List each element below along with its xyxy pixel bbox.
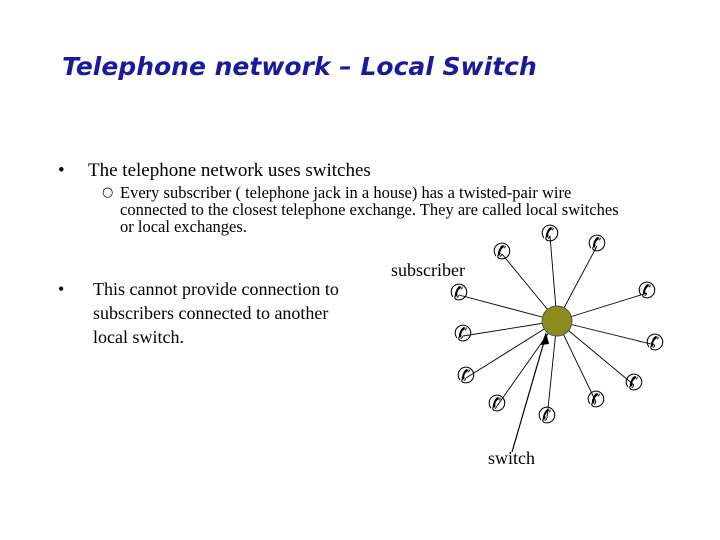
bullet-text: The telephone network uses switches [88, 160, 371, 181]
wire-line [556, 320, 656, 346]
bullet-marker: • [58, 279, 65, 299]
wire-line [556, 320, 635, 386]
local-switch-node [541, 305, 573, 337]
switch-pointer-arrow [511, 334, 547, 453]
telephone-icon: ✆ [488, 392, 506, 417]
wire-line [458, 294, 558, 322]
telephone-icon: ✆ [493, 240, 511, 265]
wire-line [556, 292, 648, 322]
telephone-icon: ✆ [538, 404, 556, 429]
telephone-icon: ✆ [541, 222, 559, 247]
arrow-head [541, 332, 549, 345]
telephone-icon: ✆ [638, 279, 656, 304]
wire-line [546, 320, 558, 419]
wire-line [462, 320, 558, 337]
telephone-icon: ✆ [625, 371, 643, 396]
telephone-icon: ✆ [587, 388, 605, 413]
telephone-icon: ✆ [454, 322, 472, 347]
twisted-pair-wires [458, 235, 656, 419]
slide-title: Telephone network – Local Switch [62, 52, 537, 81]
switch-label: switch [488, 448, 535, 468]
telephone-icon: ✆ [457, 364, 475, 389]
telephone-set-group: ✆✆✆✆✆✆✆✆✆✆✆✆ [450, 222, 664, 429]
telephone-icon: ✆ [588, 232, 606, 257]
wire-line [496, 320, 558, 407]
sub-bullet-marker: ○ [102, 185, 114, 200]
bullet-text: This cannot provide connection to subscr… [93, 279, 339, 347]
telephone-icon: ✆ [450, 281, 468, 306]
bullet-marker: • [58, 160, 65, 181]
wire-line [465, 320, 558, 379]
subscriber-label: subscriber [391, 260, 465, 280]
sub-bullet-text: Every subscriber ( telephone jack in a h… [120, 183, 619, 236]
telephone-icon: ✆ [646, 331, 664, 356]
